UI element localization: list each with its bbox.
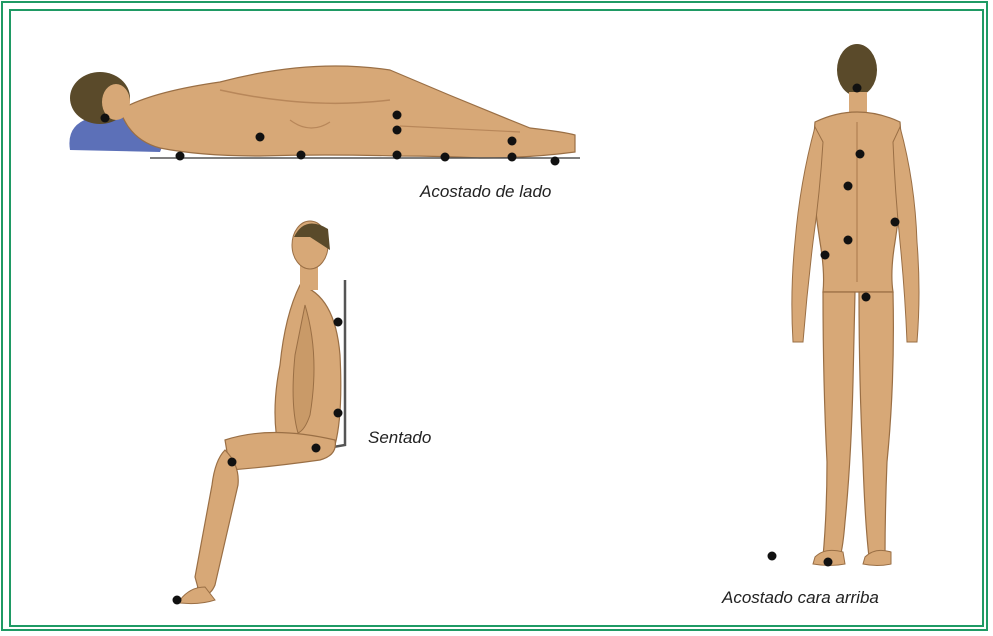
figure-lying-side [60, 40, 600, 170]
person-lying-side-illustration [60, 40, 600, 170]
person-sitting-illustration [140, 215, 360, 610]
caption-sitting: Sentado [368, 428, 431, 448]
figure-lying-back [745, 42, 935, 572]
caption-lying-side: Acostado de lado [420, 182, 551, 202]
figure-sitting [140, 215, 360, 610]
lower-leg-shape [195, 450, 238, 595]
body-shape [120, 66, 575, 158]
person-standing-back-illustration [745, 42, 935, 572]
caption-lying-back: Acostado cara arriba [722, 588, 879, 608]
